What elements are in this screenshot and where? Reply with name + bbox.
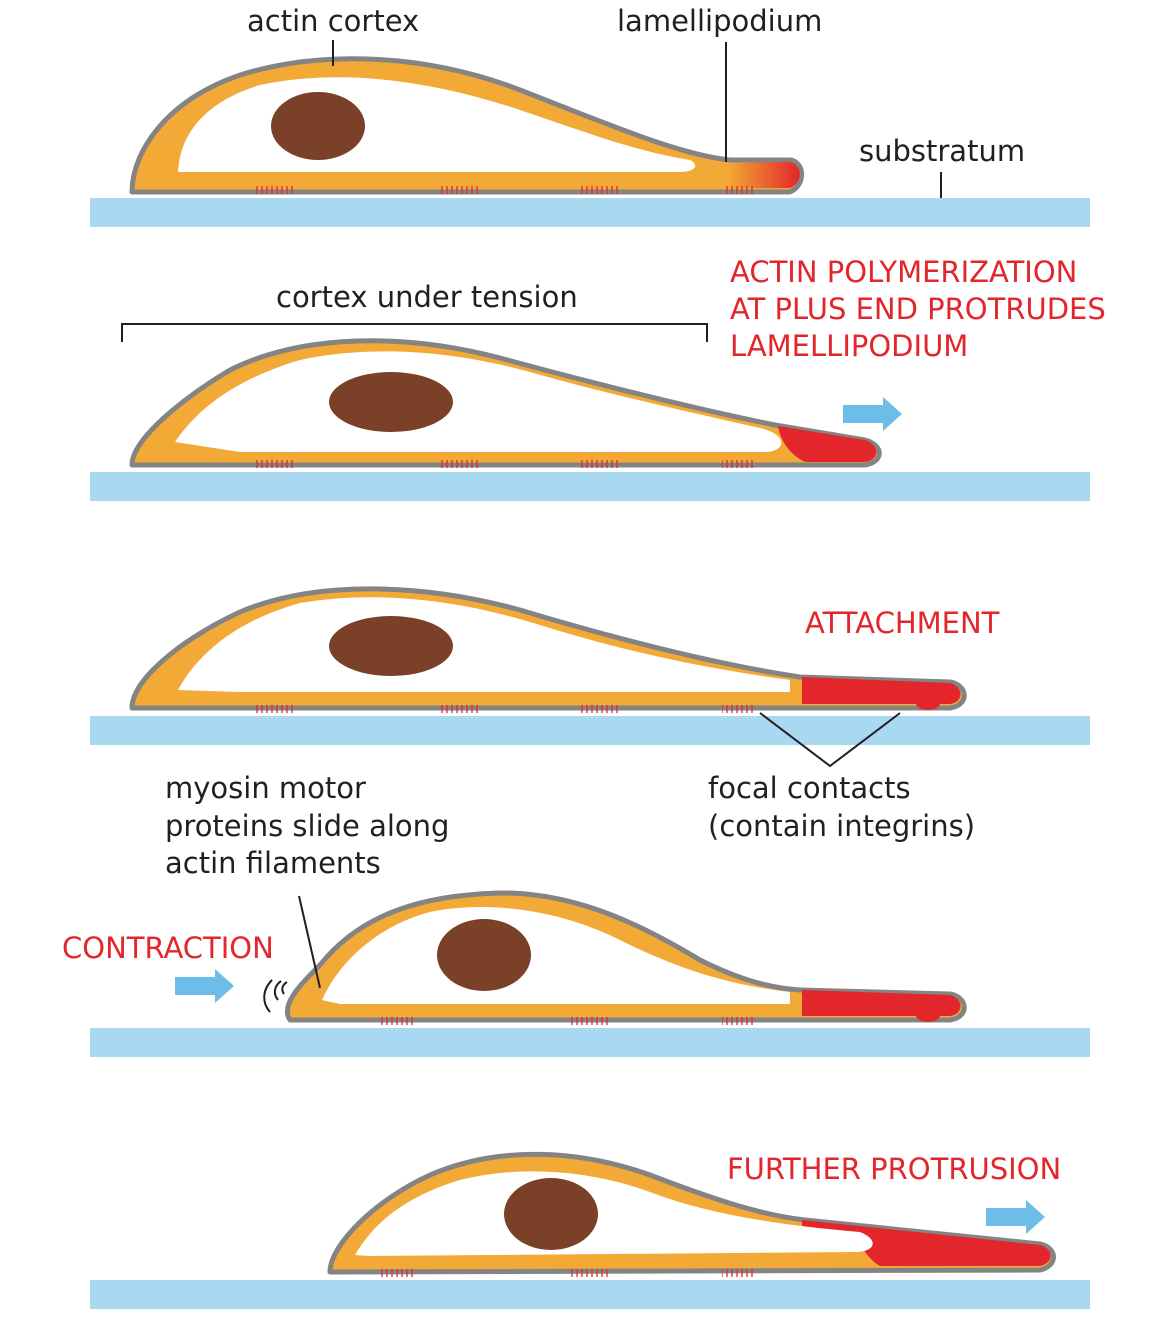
polymerization-label-line3: LAMELLIPODIUM — [730, 329, 968, 363]
nucleus — [271, 92, 365, 160]
myosin-leader — [298, 895, 321, 989]
focal-contacts-leader — [759, 712, 901, 768]
lamellipodium — [802, 990, 961, 1022]
attachment-label: ATTACHMENT — [805, 606, 1000, 640]
lamellipodium — [778, 426, 877, 462]
cell-interior — [322, 907, 790, 1004]
substratum-bar — [90, 472, 1090, 501]
lamellipodium-label: lamellipodium — [617, 4, 822, 38]
focal-contact-adhesions — [255, 460, 756, 468]
protrusion-arrow-icon — [843, 397, 902, 431]
nucleus — [437, 919, 531, 991]
lamellipodium — [802, 1220, 1051, 1266]
myosin-label-line3: actin filaments — [165, 846, 381, 880]
focal-contact-adhesions — [255, 705, 756, 713]
cell-interior — [178, 77, 696, 172]
focal-contact-adhesions — [378, 1269, 756, 1277]
focal-contacts-label-line1: focal contacts — [708, 771, 911, 805]
panel-2-polymerization — [90, 338, 1090, 501]
substratum-bar — [90, 1028, 1090, 1057]
substratum-bar — [90, 1280, 1090, 1309]
polymerization-label-line1: ACTIN POLYMERIZATION — [730, 255, 1077, 289]
cell-interior — [178, 597, 790, 692]
focal-contact-adhesions — [255, 186, 755, 194]
lamellipodium-edge — [728, 162, 800, 188]
myosin-label-line1: myosin motor — [165, 771, 366, 805]
substratum-bar — [90, 198, 1090, 227]
nucleus — [504, 1178, 598, 1250]
focal-contact-adhesions — [378, 1017, 756, 1025]
contraction-arrow-icon — [175, 969, 234, 1003]
substratum-label: substratum — [859, 134, 1025, 168]
panel-5-further-protrusion — [90, 1151, 1090, 1309]
polymerization-label-line2: AT PLUS END PROTRUDES — [730, 292, 1106, 326]
nucleus — [329, 372, 453, 432]
further-protrusion-label: FURTHER PROTRUSION — [727, 1152, 1061, 1186]
contraction-label: CONTRACTION — [62, 931, 274, 965]
protrusion-arrow-icon — [986, 1200, 1045, 1234]
cortex-under-tension-label: cortex under tension — [276, 280, 578, 314]
cell-interior — [355, 1171, 873, 1256]
cortex-tension-bracket — [121, 323, 708, 342]
actin-cortex-label: actin cortex — [247, 4, 419, 38]
myosin-label-line2: proteins slide along — [165, 809, 449, 843]
panel-3-attachment — [90, 586, 1090, 745]
cell-interior — [175, 351, 782, 452]
lamellipodium — [802, 677, 961, 710]
substratum-bar — [90, 716, 1090, 745]
focal-contacts-label-line2: (contain integrins) — [708, 809, 975, 843]
panel-4-contraction — [90, 890, 1090, 1057]
nucleus — [329, 616, 453, 676]
panel-1-initial-cell — [90, 56, 1090, 227]
retraction-motion-lines-icon — [263, 979, 288, 1013]
